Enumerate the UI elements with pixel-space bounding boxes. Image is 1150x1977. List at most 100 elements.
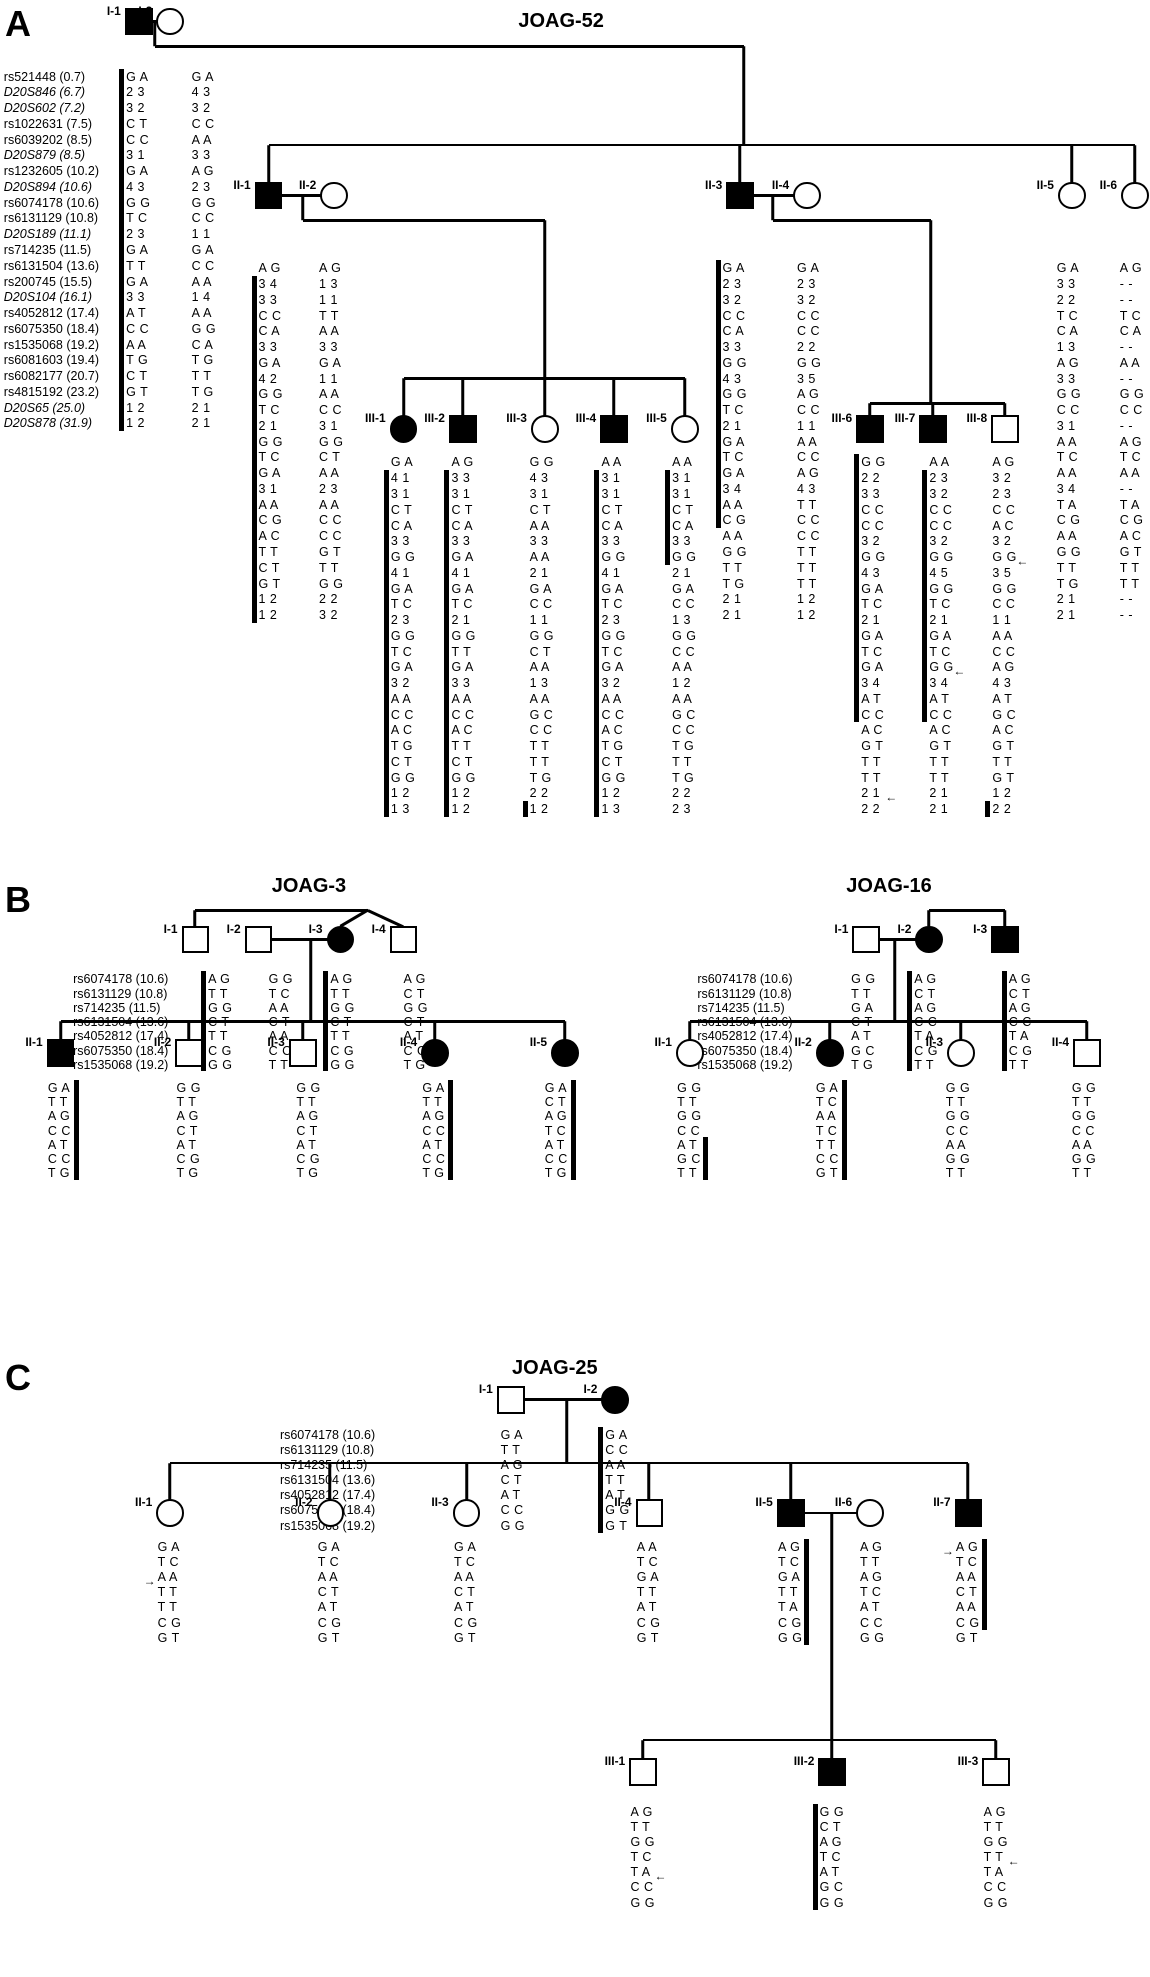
genotype: C C <box>1071 1123 1095 1138</box>
genotype: C C <box>914 1015 938 1030</box>
affected-male-symbol[interactable] <box>991 925 1019 954</box>
unaffected-male-symbol[interactable] <box>496 1385 525 1414</box>
unaffected-male-symbol[interactable] <box>991 414 1019 443</box>
affected-male-symbol[interactable] <box>254 181 283 210</box>
genotype: A G <box>319 261 342 276</box>
marker-label: rs200745 (15.5) <box>3 274 93 289</box>
unaffected-male-symbol[interactable] <box>852 925 881 954</box>
genotype: C C <box>672 597 696 612</box>
genotype: 3 2 <box>929 487 949 501</box>
genotype: T T <box>191 369 212 384</box>
genotype: 3 3 <box>126 290 145 305</box>
unaffected-female-symbol[interactable] <box>156 7 185 36</box>
unaffected-male-symbol[interactable] <box>635 1499 664 1528</box>
genotype: C C <box>319 403 343 418</box>
unaffected-male-symbol[interactable] <box>389 925 418 954</box>
affected-male-symbol[interactable] <box>818 1757 847 1786</box>
genotype: A A <box>815 1109 837 1124</box>
unaffected-female-symbol[interactable] <box>1057 181 1086 210</box>
unaffected-female-symbol[interactable] <box>1121 181 1149 210</box>
genotype: C T <box>451 754 473 769</box>
genotype: G G <box>208 1000 233 1015</box>
genotype: C C <box>47 1152 71 1167</box>
genotype: T C <box>258 403 280 418</box>
individual-id-label: II-2 <box>298 177 317 192</box>
unaffected-female-symbol[interactable] <box>793 181 821 210</box>
genotype: G G <box>992 581 1017 596</box>
unaffected-male-symbol[interactable] <box>244 925 273 954</box>
pedigree-line <box>831 1513 834 1741</box>
affected-male-symbol[interactable] <box>919 414 947 443</box>
genotype: - - <box>1119 418 1134 433</box>
genotype: A A <box>319 466 340 481</box>
genotype: C T <box>208 1015 230 1030</box>
affected-female-symbol[interactable] <box>815 1039 844 1067</box>
genotype: A A <box>1056 466 1077 481</box>
genotype: A T <box>176 1137 197 1152</box>
genotype: 3 2 <box>390 676 410 691</box>
genotype: T C <box>126 211 148 226</box>
genotype: C A <box>258 324 281 339</box>
haplotype-bar <box>598 1426 604 1533</box>
genotype: G G <box>851 972 876 987</box>
genotype: G A <box>126 243 149 257</box>
unaffected-female-symbol[interactable] <box>156 1499 185 1528</box>
genotype: C T <box>529 644 552 659</box>
marker-label: rs6131504 (13.6) <box>3 258 99 273</box>
haplotype-bar <box>804 1538 810 1645</box>
unaffected-male-symbol[interactable] <box>629 1757 657 1786</box>
affected-male-symbol[interactable] <box>600 414 628 443</box>
affected-male-symbol[interactable] <box>448 414 477 443</box>
recombination-arrow-icon: ← <box>953 664 966 679</box>
genotype: 3 3 <box>451 471 471 486</box>
genotype: 2 1 <box>191 400 211 415</box>
unaffected-male-symbol[interactable] <box>982 1757 1011 1786</box>
unaffected-male-symbol[interactable] <box>288 1039 317 1067</box>
pedigree-line <box>967 1462 970 1501</box>
genotype: G A <box>319 355 342 370</box>
affected-male-symbol[interactable] <box>46 1039 75 1067</box>
affected-male-symbol[interactable] <box>954 1499 983 1528</box>
affected-male-symbol[interactable] <box>124 7 153 36</box>
marker-label: D20S879 (8.5) <box>3 148 86 163</box>
genotype: A G <box>1008 1000 1032 1015</box>
genotype: A A <box>529 691 550 706</box>
unaffected-male-symbol[interactable] <box>1073 1039 1101 1067</box>
affected-male-symbol[interactable] <box>726 181 755 210</box>
unaffected-female-symbol[interactable] <box>675 1039 704 1067</box>
unaffected-male-symbol[interactable] <box>175 1039 203 1067</box>
unaffected-female-symbol[interactable] <box>320 181 349 210</box>
genotype: 1 4 <box>191 290 211 305</box>
unaffected-female-symbol[interactable] <box>856 1499 884 1528</box>
affected-female-symbol[interactable] <box>551 1039 579 1067</box>
genotype: 2 1 <box>529 565 549 580</box>
affected-male-symbol[interactable] <box>776 1499 805 1528</box>
genotype: G G <box>451 628 476 643</box>
marker-label: rs6075350 (18.4) <box>697 1043 793 1058</box>
genotype: G G <box>208 1057 233 1072</box>
affected-male-symbol[interactable] <box>856 414 884 443</box>
genotype: G G <box>451 770 476 785</box>
genotype: A A <box>191 274 212 289</box>
marker-label: rs4052812 (17.4) <box>697 1029 793 1044</box>
unaffected-female-symbol[interactable] <box>947 1039 975 1067</box>
genotype: C G <box>208 1043 232 1058</box>
affected-female-symbol[interactable] <box>915 925 944 954</box>
affected-female-symbol[interactable] <box>326 925 355 954</box>
unaffected-female-symbol[interactable] <box>316 1499 345 1528</box>
unaffected-female-symbol[interactable] <box>452 1499 481 1528</box>
affected-female-symbol[interactable] <box>601 1385 630 1414</box>
marker-label: rs6131129 (10.8) <box>3 211 99 226</box>
genotype: 1 3 <box>319 277 338 292</box>
unaffected-male-symbol[interactable] <box>181 925 210 954</box>
affected-female-symbol[interactable] <box>421 1039 449 1067</box>
affected-female-symbol[interactable] <box>389 414 418 443</box>
genotype: T C <box>1119 450 1142 465</box>
unaffected-female-symbol[interactable] <box>670 414 699 443</box>
genotype: - - <box>1119 481 1134 496</box>
marker-label: rs714235 (11.5) <box>279 1457 368 1472</box>
genotype: 1 2 <box>126 400 145 415</box>
genotype: 4 3 <box>722 371 742 386</box>
unaffected-female-symbol[interactable] <box>530 414 559 443</box>
genotype: T T <box>861 770 882 785</box>
